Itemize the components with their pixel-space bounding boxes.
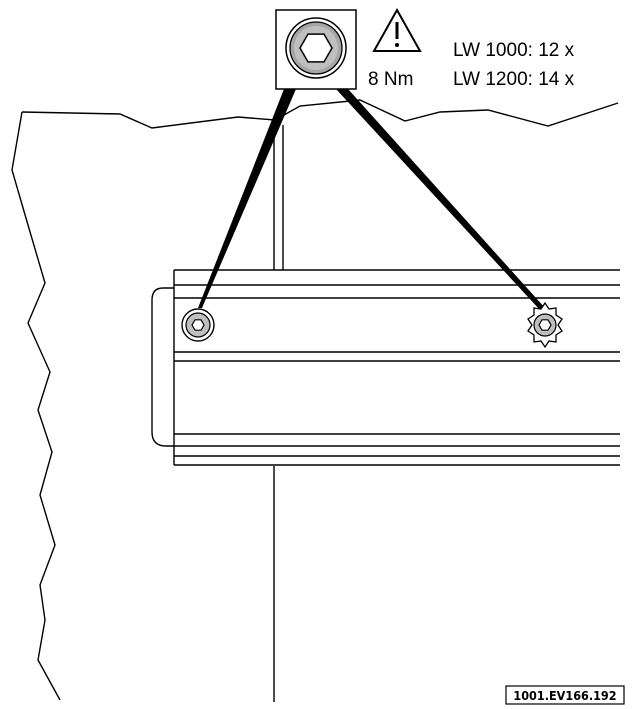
leader-right: [336, 89, 545, 310]
rail-profile: [151, 269, 620, 466]
panel-torn-edge: [11, 111, 61, 701]
quantity-label-lw1000: LW 1000: 12 x: [453, 40, 575, 61]
quantity-label-lw1200: LW 1200: 14 x: [453, 69, 575, 90]
reference-code: 1001.EV166.192: [513, 688, 616, 703]
leader-left: [198, 89, 296, 308]
screw-right-icon: [527, 301, 563, 349]
torque-label: 8 Nm: [368, 69, 413, 90]
reference-code-box: 1001.EV166.192: [505, 685, 625, 705]
panel-top-edge: [21, 99, 619, 129]
screw-left-icon: [181, 308, 215, 342]
warning-triangle-icon: [372, 7, 422, 52]
hex-socket-icon: [275, 9, 357, 90]
